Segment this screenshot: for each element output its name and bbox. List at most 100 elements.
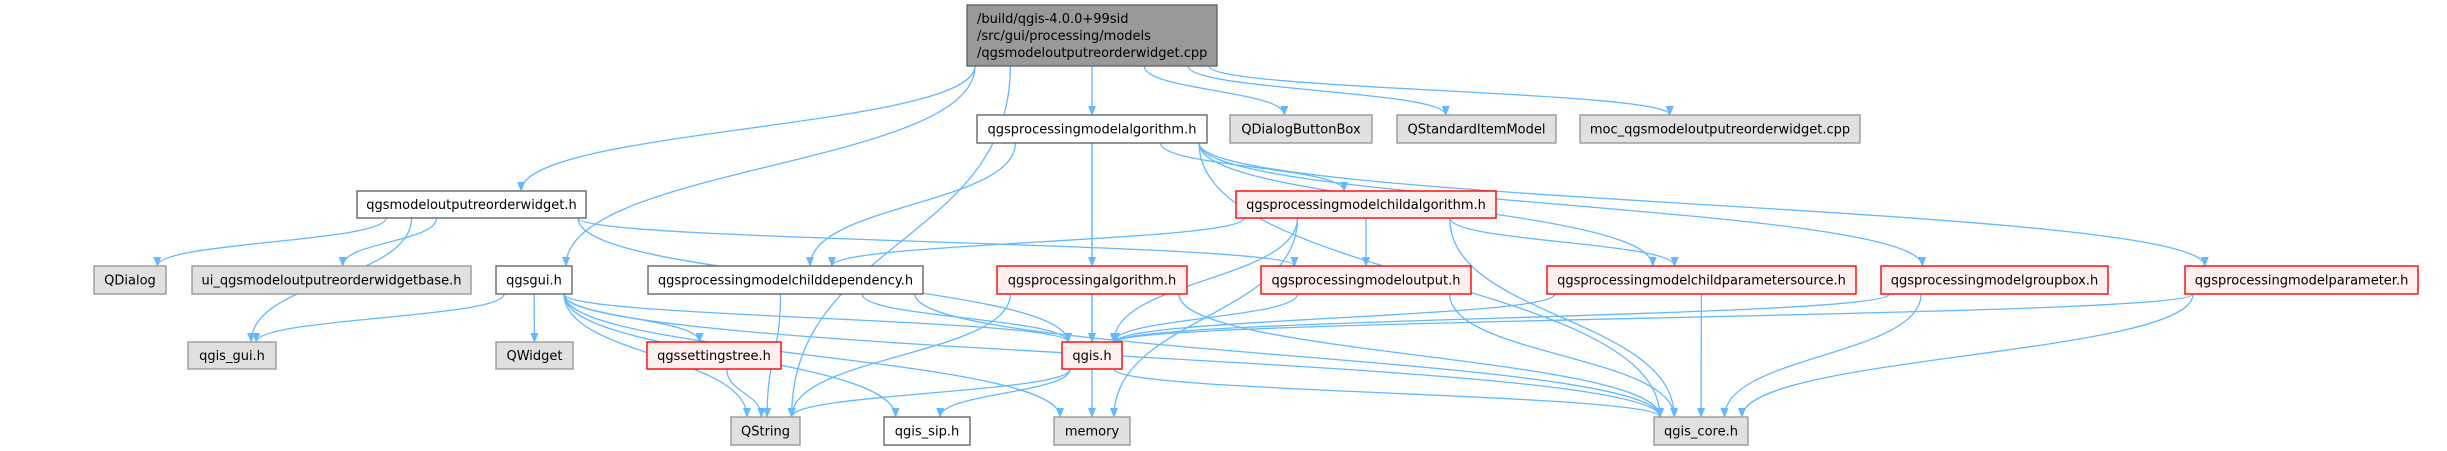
node-box xyxy=(883,416,971,446)
node-qgsprocessingmodeloutput_h[interactable]: qgsprocessingmodeloutput.h xyxy=(1260,265,1472,295)
node-box xyxy=(93,265,167,295)
node-label: qgsprocessingmodelparameter.h xyxy=(2195,274,2409,289)
edge-qgsmodeloutputreorderwidget_h-to-QDialog xyxy=(153,217,387,267)
node-QString[interactable]: QString xyxy=(730,416,801,446)
node-label: qgsprocessingmodelchildalgorithm.h xyxy=(1246,198,1486,213)
node-label: qgis.h xyxy=(1072,349,1111,364)
node-qgssettingstree_h[interactable]: qgssettingstree.h xyxy=(646,341,782,370)
node-label: moc_qgsmodeloutputreorderwidget.cpp xyxy=(1590,123,1850,138)
edge-qgsprocessingmodelchildalgorithm_h-to-qgis_core_h xyxy=(1449,217,1679,418)
node-label: qgis_sip.h xyxy=(895,425,959,440)
edge-qgsprocessingmodelchildparametersource_h-to-qgis_h xyxy=(1112,293,1556,343)
node-label: qgssettingstree.h xyxy=(657,349,771,364)
edge-qgsmodeloutputreorderwidget_h-to-qgsprocessingmodeloutput_h xyxy=(577,217,1299,267)
node-box xyxy=(495,341,574,370)
node-label: memory xyxy=(1065,425,1120,440)
node-qgsprocessingmodelalgorithm_h[interactable]: qgsprocessingmodelalgorithm.h xyxy=(976,114,1208,144)
node-label: qgis_gui.h xyxy=(199,349,265,364)
node-label: ui_qgsmodeloutputreorderwidgetbase.h xyxy=(202,274,462,289)
edge-qgsprocessingmodelchildalgorithm_h-to-qgsprocessingmodelchilddependency_h xyxy=(828,217,1245,267)
edge-qgis_h-to-qgis_sip_h xyxy=(936,368,1071,418)
node-label: /build/qgis-4.0.0+99sid xyxy=(977,12,1128,27)
edge-root-to-QDialogButtonBox xyxy=(1143,65,1289,116)
node-box xyxy=(966,4,1218,67)
node-box xyxy=(2184,265,2419,295)
node-label: /qgsmodeloutputreorderwidget.cpp xyxy=(977,46,1207,61)
node-box xyxy=(1880,265,2109,295)
node-root[interactable]: /build/qgis-4.0.0+99sid/src/gui/processi… xyxy=(966,4,1218,67)
node-label: /src/gui/processing/models xyxy=(977,29,1151,44)
edge-qgsprocessingmodelalgorithm_h-to-qgsprocessingmodelparameter_h xyxy=(1198,142,2209,267)
node-qgsprocessingmodelgroupbox_h[interactable]: qgsprocessingmodelgroupbox.h xyxy=(1880,265,2109,295)
node-QDialogButtonBox[interactable]: QDialogButtonBox xyxy=(1229,114,1373,144)
edge-qgsmodeloutputreorderwidget_h-to-ui_base_h xyxy=(338,217,438,267)
node-box xyxy=(730,416,801,446)
node-qgsprocessingmodelchildalgorithm_h[interactable]: qgsprocessingmodelchildalgorithm.h xyxy=(1235,190,1497,219)
edge-qgsprocessingalgorithm_h-to-QString xyxy=(787,293,1012,418)
node-box xyxy=(191,265,472,295)
edge-qgsgui_h-to-memory xyxy=(563,293,1064,418)
edge-root-to-qgsgui_h xyxy=(562,65,976,267)
edge-qgsprocessingmodeloutput_h-to-qgis_core_h xyxy=(1449,293,1679,418)
edge-qgsprocessingalgorithm_h-to-qgis_core_h xyxy=(1178,293,1664,418)
node-QWidget[interactable]: QWidget xyxy=(495,341,574,370)
edge-qgsprocessingmodelalgorithm_h-to-qgsprocessingmodelchilddependency_h xyxy=(806,142,1017,267)
node-box xyxy=(646,341,782,370)
edge-qgsprocessingmodelalgorithm_h-to-qgsprocessingmodelgroupbox_h xyxy=(1198,142,1927,267)
node-label: qgsprocessingmodeloutput.h xyxy=(1271,274,1460,289)
node-label: qgsprocessingmodelchilddependency.h xyxy=(658,274,913,289)
node-box xyxy=(1396,114,1557,144)
node-qgsgui_h[interactable]: qgsgui.h xyxy=(495,265,573,295)
node-label: QDialogButtonBox xyxy=(1241,123,1361,138)
node-qgis_core_h[interactable]: qgis_core.h xyxy=(1653,416,1749,446)
edge-qgsprocessingmodeloutput_h-to-qgis_h xyxy=(1109,293,1299,343)
node-qgsmodeloutputreorderwidget_h[interactable]: qgsmodeloutputreorderwidget.h xyxy=(356,190,587,219)
node-box xyxy=(1053,416,1131,446)
nodes-layer: /build/qgis-4.0.0+99sid/src/gui/processi… xyxy=(93,4,2419,446)
node-label: QStandardItemModel xyxy=(1408,123,1546,138)
node-box xyxy=(1061,341,1123,370)
edge-qgsprocessingmodelalgorithm_h-to-qgsprocessingmodelchildalgorithm_h xyxy=(1159,142,1349,192)
node-box xyxy=(996,265,1188,295)
edge-qgsprocessingmodelgroupbox_h-to-qgis_h xyxy=(1112,293,1890,343)
node-qgis_sip_h[interactable]: qgis_sip.h xyxy=(883,416,971,446)
node-label: qgsgui.h xyxy=(506,274,562,289)
edge-qgsprocessingmodelparameter_h-to-qgis_h xyxy=(1112,293,2194,343)
edge-qgsprocessingmodelchildalgorithm_h-to-qgis_h xyxy=(1109,217,1299,343)
node-label: qgsprocessingmodelchildparametersource.h xyxy=(1557,274,1846,289)
edge-qgsgui_h-to-qgis_h xyxy=(563,293,1072,343)
node-QDialog[interactable]: QDialog xyxy=(93,265,167,295)
node-label: QWidget xyxy=(506,349,562,364)
node-qgsprocessingalgorithm_h[interactable]: qgsprocessingalgorithm.h xyxy=(996,265,1188,295)
node-qgsprocessingmodelparameter_h[interactable]: qgsprocessingmodelparameter.h xyxy=(2184,265,2419,295)
node-moc_cpp[interactable]: moc_qgsmodeloutputreorderwidget.cpp xyxy=(1579,114,1861,144)
node-box xyxy=(647,265,924,295)
node-box xyxy=(1579,114,1861,144)
node-ui_base_h[interactable]: ui_qgsmodeloutputreorderwidgetbase.h xyxy=(191,265,472,295)
edge-root-to-moc_cpp xyxy=(1208,65,1674,116)
node-label: qgis_core.h xyxy=(1664,425,1738,440)
node-box xyxy=(1653,416,1749,446)
node-box xyxy=(976,114,1208,144)
node-box xyxy=(495,265,573,295)
node-box xyxy=(1229,114,1373,144)
node-label: qgsprocessingalgorithm.h xyxy=(1008,274,1176,289)
edge-qgsprocessingmodelchilddependency_h-to-qgis_core_h xyxy=(914,293,1664,418)
edge-qgsprocessingmodelgroupbox_h-to-qgis_core_h xyxy=(1720,293,1922,418)
node-qgsprocessingmodelchildparametersource_h[interactable]: qgsprocessingmodelchildparametersource.h xyxy=(1546,265,1857,295)
node-box xyxy=(1260,265,1472,295)
node-label: QDialog xyxy=(104,274,156,289)
edge-qgis_h-to-QString xyxy=(787,368,1071,418)
node-memory[interactable]: memory xyxy=(1053,416,1131,446)
node-label: qgsmodeloutputreorderwidget.h xyxy=(366,198,577,213)
edge-qgis_h-to-qgis_core_h xyxy=(1113,368,1664,418)
node-box xyxy=(1235,190,1497,219)
node-qgis_gui_h[interactable]: qgis_gui.h xyxy=(187,341,277,370)
node-qgis_h[interactable]: qgis.h xyxy=(1061,341,1123,370)
node-box xyxy=(187,341,277,370)
edge-qgssettingstree_h-to-QString xyxy=(726,368,766,418)
node-QStandardItemModel[interactable]: QStandardItemModel xyxy=(1396,114,1557,144)
edge-qgsgui_h-to-qgis_gui_h xyxy=(252,293,505,343)
edge-qgsprocessingmodelchildalgorithm_h-to-qgsprocessingmodelchildparametersource_h xyxy=(1449,217,1679,267)
node-qgsprocessingmodelchilddependency_h[interactable]: qgsprocessingmodelchilddependency.h xyxy=(647,265,924,295)
